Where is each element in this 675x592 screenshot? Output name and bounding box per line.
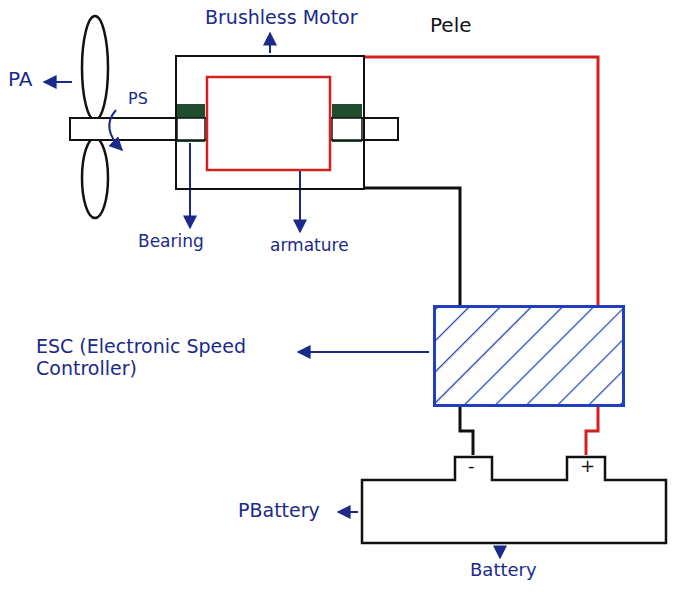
power-label: PBattery <box>238 500 320 522</box>
leader-line <box>298 351 429 353</box>
torque-arrow <box>109 110 122 150</box>
power-label: Pele <box>430 14 472 37</box>
battery-body <box>360 455 668 545</box>
hatching <box>436 308 622 404</box>
power-label: PS <box>128 90 148 108</box>
part-label: armature <box>270 236 349 256</box>
node-label: ESC (Electronic Speed Controller) <box>36 336 286 380</box>
leader-line <box>338 511 358 513</box>
bearing <box>177 104 205 142</box>
leader-line <box>499 547 501 558</box>
esc-box: ESC (Electronic Speed Controller) <box>433 305 625 407</box>
power-label: PA <box>8 68 32 91</box>
shaft-through-bearing <box>177 118 205 140</box>
power-arrow <box>44 81 72 83</box>
part-label: Bearing <box>138 232 204 252</box>
terminal-sign: + <box>580 456 595 477</box>
shaft-through-bearing <box>332 118 362 140</box>
propeller-blade <box>82 16 108 120</box>
wire <box>365 188 460 305</box>
wire <box>460 407 473 455</box>
armature <box>207 77 330 170</box>
node-label: Brushless Motor <box>205 7 358 29</box>
terminal-sign: - <box>468 456 475 477</box>
propeller-blade <box>82 138 108 218</box>
leader-line <box>299 171 301 232</box>
leader-line <box>189 143 191 228</box>
wire <box>586 407 598 455</box>
leader-line <box>269 33 271 53</box>
wire <box>365 57 598 305</box>
bearing <box>332 104 362 142</box>
motor-housing: Brushless Motor <box>175 55 365 190</box>
battery: Battery <box>360 455 668 545</box>
node-label: Battery <box>470 560 537 581</box>
